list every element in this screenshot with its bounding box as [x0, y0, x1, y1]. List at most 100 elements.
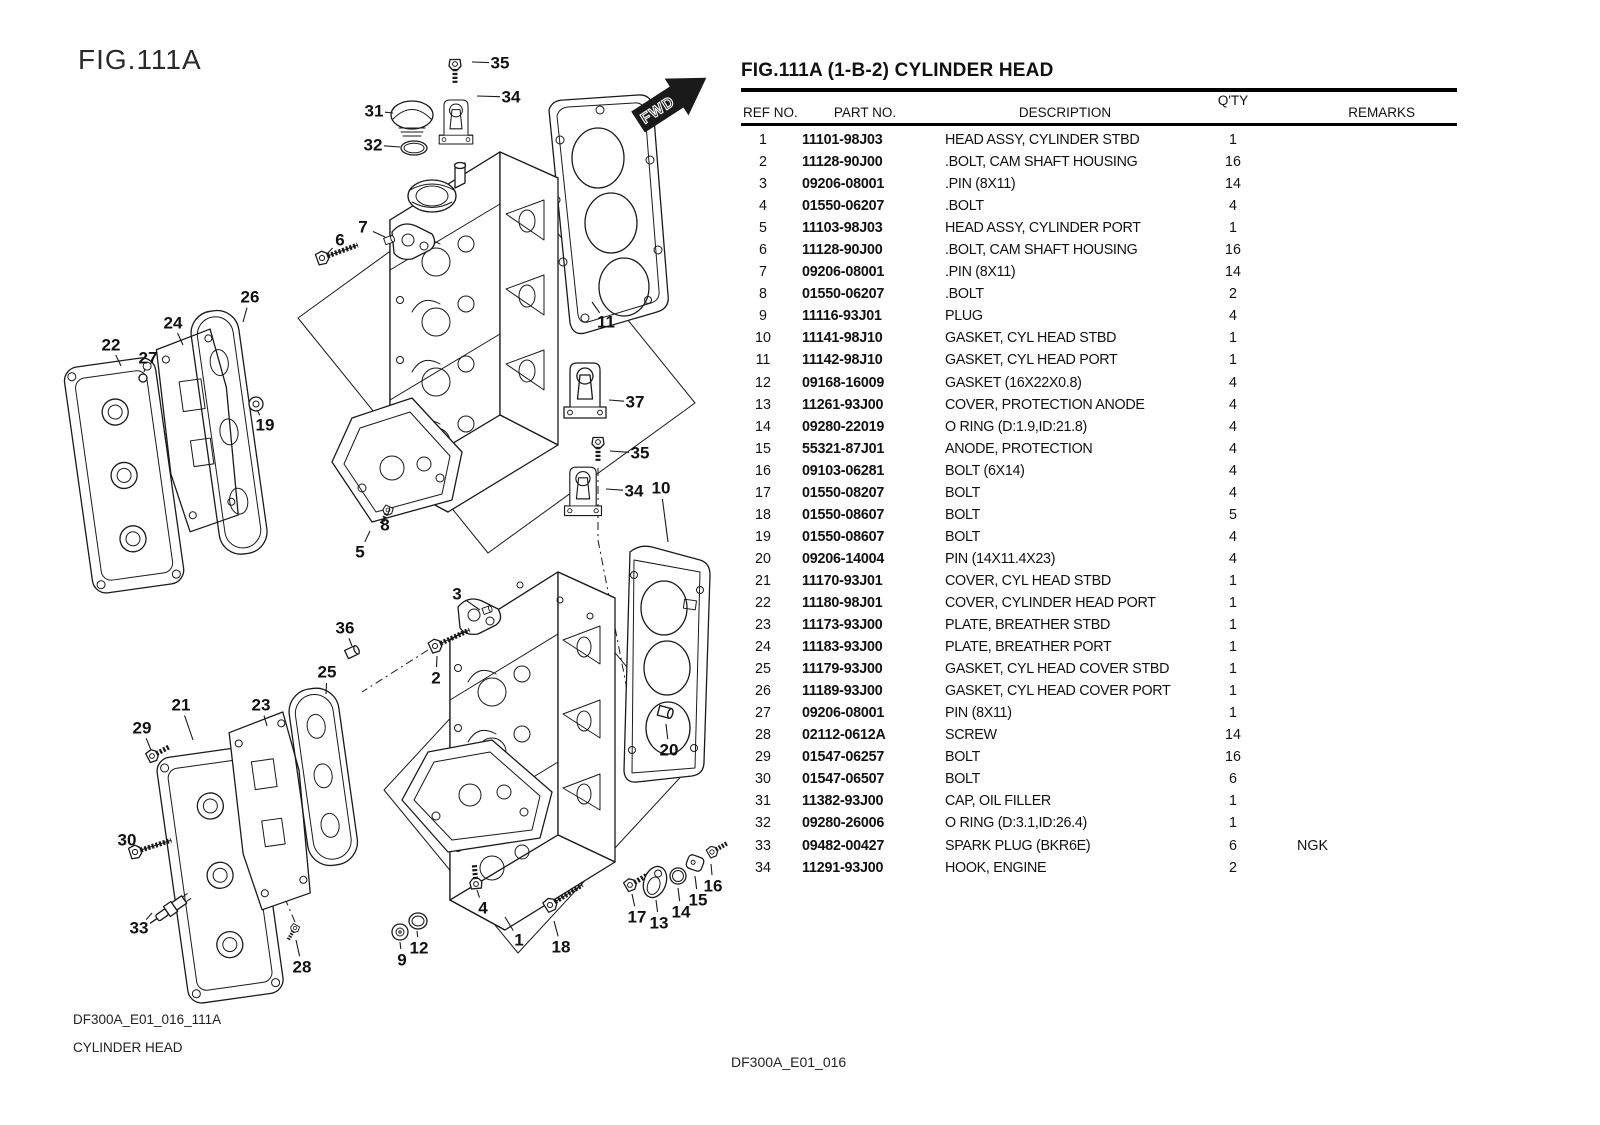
- cell-qty: 14: [1225, 176, 1241, 193]
- spark-plug-33: [149, 893, 192, 924]
- cell-ref: 14: [755, 418, 771, 435]
- cell-desc: .BOLT, CAM SHAFT HOUSING: [945, 154, 1138, 171]
- callout-26: 26: [241, 288, 260, 307]
- callout-37: 37: [626, 393, 645, 412]
- cell-remarks: [1281, 239, 1457, 261]
- breather-plate-stbd: [228, 711, 311, 911]
- cell-ref: 12: [755, 374, 771, 391]
- cell-ref: 34: [755, 859, 771, 876]
- cell-desc: GASKET (16X22X0.8): [945, 374, 1082, 391]
- callout-leader-30: [136, 845, 141, 849]
- callout-10: 10: [652, 479, 671, 498]
- callout-leader-14: [677, 887, 681, 902]
- cell-ref: 20: [755, 550, 771, 567]
- callout-leader-28: [295, 939, 301, 957]
- table-row: 10 11141-98J10 GASKET, CYL HEAD STBD 1: [741, 327, 1457, 349]
- table-title: FIG.111A (1-B-2) CYLINDER HEAD: [741, 60, 1457, 92]
- cell-remarks: [1281, 857, 1457, 879]
- cell-desc: BOLT: [945, 528, 981, 545]
- exploded-parts-diagram: FWD 353431327626242227191137353410853362…: [63, 54, 745, 1004]
- pin-27: [138, 373, 148, 383]
- cell-remarks: [1281, 261, 1457, 283]
- callout-leader-26: [242, 307, 248, 323]
- cell-qty: 1: [1229, 594, 1237, 611]
- callout-leader-22: [115, 354, 122, 367]
- cell-desc: PIN (14X11.4X23): [945, 550, 1056, 567]
- cell-desc: BOLT: [945, 484, 981, 501]
- cell-desc: .BOLT, CAM SHAFT HOUSING: [945, 242, 1138, 259]
- cell-ref: 26: [755, 683, 771, 700]
- cell-part: 01547-06257: [802, 749, 885, 766]
- callout-21: 21: [172, 696, 191, 715]
- callout-leader-34: [605, 488, 624, 491]
- cell-part: 11141-98J10: [802, 330, 883, 347]
- parts-table-rows: 1 11101-98J03 HEAD ASSY, CYLINDER STBD 1…: [741, 129, 1457, 879]
- cell-remarks: [1281, 327, 1457, 349]
- cell-desc: PIN (8X11): [945, 705, 1012, 722]
- col-header-desc: DESCRIPTION: [1018, 105, 1112, 120]
- table-row: 16 09103-06281 BOLT (6X14) 4: [741, 460, 1457, 482]
- cell-ref: 30: [755, 771, 771, 788]
- cell-part: 09280-26006: [802, 815, 885, 832]
- cell-ref: 29: [755, 749, 771, 766]
- bolt-35-mid: [592, 438, 604, 463]
- cell-remarks: [1281, 504, 1457, 526]
- callout-24: 24: [164, 314, 183, 333]
- cell-desc: O RING (D:3.1,ID:26.4): [945, 815, 1087, 832]
- cell-qty: 4: [1229, 462, 1237, 479]
- table-row: 26 11189-93J00 GASKET, CYL HEAD COVER PO…: [741, 680, 1457, 702]
- cell-part: 01547-06507: [802, 771, 885, 788]
- gasket-12: [408, 912, 428, 930]
- cell-desc: .BOLT: [945, 286, 984, 303]
- cell-remarks: [1281, 812, 1457, 834]
- cell-ref: 1: [759, 132, 767, 148]
- table-row: 8 01550-06207 .BOLT 2: [741, 283, 1457, 305]
- callout-17: 17: [628, 908, 647, 927]
- table-row: 27 09206-08001 PIN (8X11) 1: [741, 702, 1457, 724]
- cell-ref: 17: [755, 484, 771, 501]
- table-row: 31 11382-93J00 CAP, OIL FILLER 1: [741, 790, 1457, 812]
- table-row: 13 11261-93J00 COVER, PROTECTION ANODE 4: [741, 394, 1457, 416]
- table-row: 34 11291-93J00 HOOK, ENGINE 2: [741, 857, 1457, 879]
- cell-part: 11183-93J00: [802, 639, 883, 656]
- callout-leader-12: [416, 930, 419, 938]
- callout-6: 6: [335, 231, 344, 250]
- engine-hook-34-mid: [563, 466, 603, 517]
- callout-leader-20: [665, 723, 669, 740]
- cell-remarks: [1281, 195, 1457, 217]
- callout-leader-1: [504, 916, 514, 931]
- cell-desc: BOLT: [945, 506, 981, 523]
- bolt-16: [706, 838, 730, 858]
- cell-ref: 5: [759, 220, 767, 237]
- cell-qty: 1: [1229, 617, 1237, 634]
- cell-desc: GASKET, CYL HEAD PORT: [945, 352, 1118, 369]
- callout-32: 32: [364, 136, 383, 155]
- callout-33: 33: [130, 919, 149, 938]
- cell-desc: GASKET, CYL HEAD STBD: [945, 330, 1117, 347]
- o-ring-14: [669, 867, 687, 885]
- cell-qty: 14: [1225, 727, 1241, 744]
- table-row: 6 11128-90J00 .BOLT, CAM SHAFT HOUSING 1…: [741, 239, 1457, 261]
- cell-desc: .BOLT: [945, 198, 984, 215]
- cell-desc: PLUG: [945, 308, 983, 325]
- cell-remarks: [1281, 349, 1457, 371]
- cell-desc: SCREW: [945, 727, 997, 744]
- cell-part: 01550-08207: [802, 484, 885, 501]
- cell-part: 11142-98J10: [802, 352, 883, 369]
- callout-7: 7: [358, 218, 367, 237]
- callout-leader-32: [383, 145, 401, 148]
- cell-desc: COVER, PROTECTION ANODE: [945, 396, 1145, 413]
- engine-hook-34-top: [438, 99, 474, 145]
- cell-ref: 28: [755, 727, 771, 744]
- callout-leader-7: [372, 231, 386, 238]
- cell-part: 01550-08607: [802, 528, 885, 545]
- cell-part: 01550-06207: [802, 198, 885, 215]
- cell-qty: 4: [1229, 198, 1237, 215]
- callout-leader-17: [631, 893, 636, 907]
- cell-part: 11180-98J01: [802, 594, 883, 611]
- cell-remarks: [1281, 548, 1457, 570]
- callout-30: 30: [118, 831, 137, 850]
- callout-leader-13: [655, 899, 659, 913]
- cell-qty: 4: [1229, 308, 1237, 325]
- cell-remarks: [1281, 416, 1457, 438]
